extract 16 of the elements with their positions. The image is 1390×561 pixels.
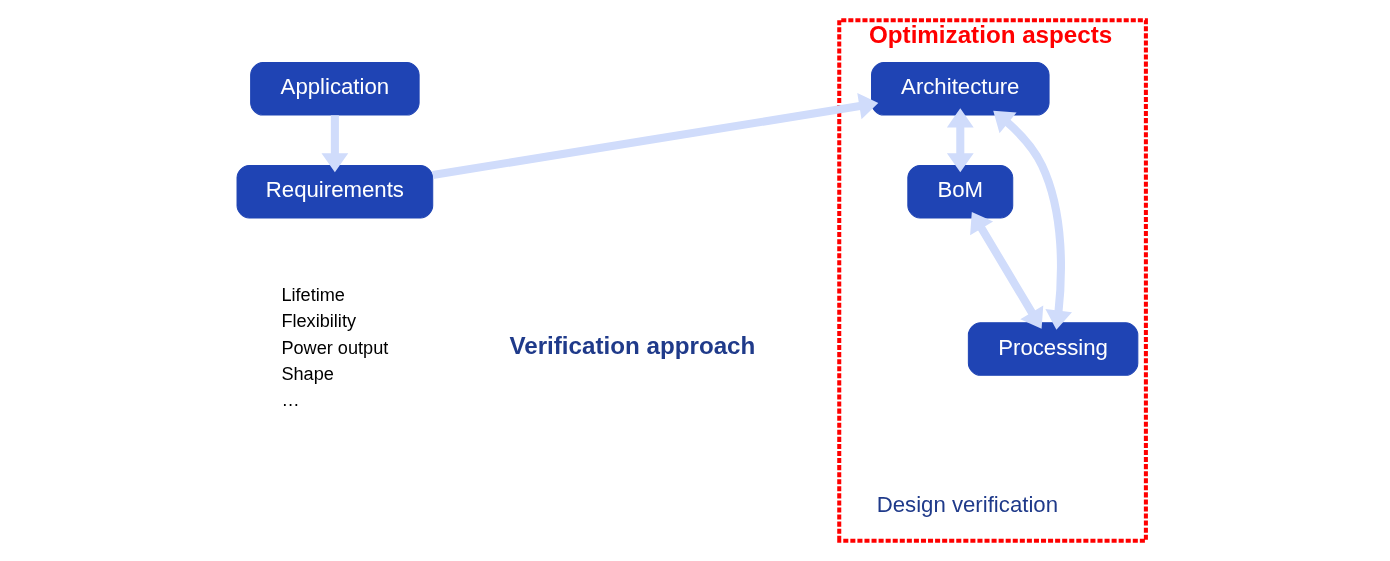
arrow — [992, 110, 1072, 330]
arrow — [946, 108, 974, 173]
label: Shape — [280, 363, 334, 384]
label: Lifetime — [280, 285, 345, 306]
label: … — [280, 389, 300, 410]
label: Verification approach — [508, 332, 755, 360]
node-box: Requirements — [236, 165, 433, 219]
node-box: BoM — [906, 165, 1013, 219]
label: Flexibility — [280, 311, 356, 332]
node-box: Architecture — [870, 62, 1050, 116]
label: Power output — [280, 337, 388, 358]
node-box: Processing — [967, 322, 1138, 376]
arrow — [431, 92, 878, 179]
arrow — [320, 115, 348, 173]
node-box: Application — [249, 62, 420, 116]
arrow — [969, 212, 1043, 329]
